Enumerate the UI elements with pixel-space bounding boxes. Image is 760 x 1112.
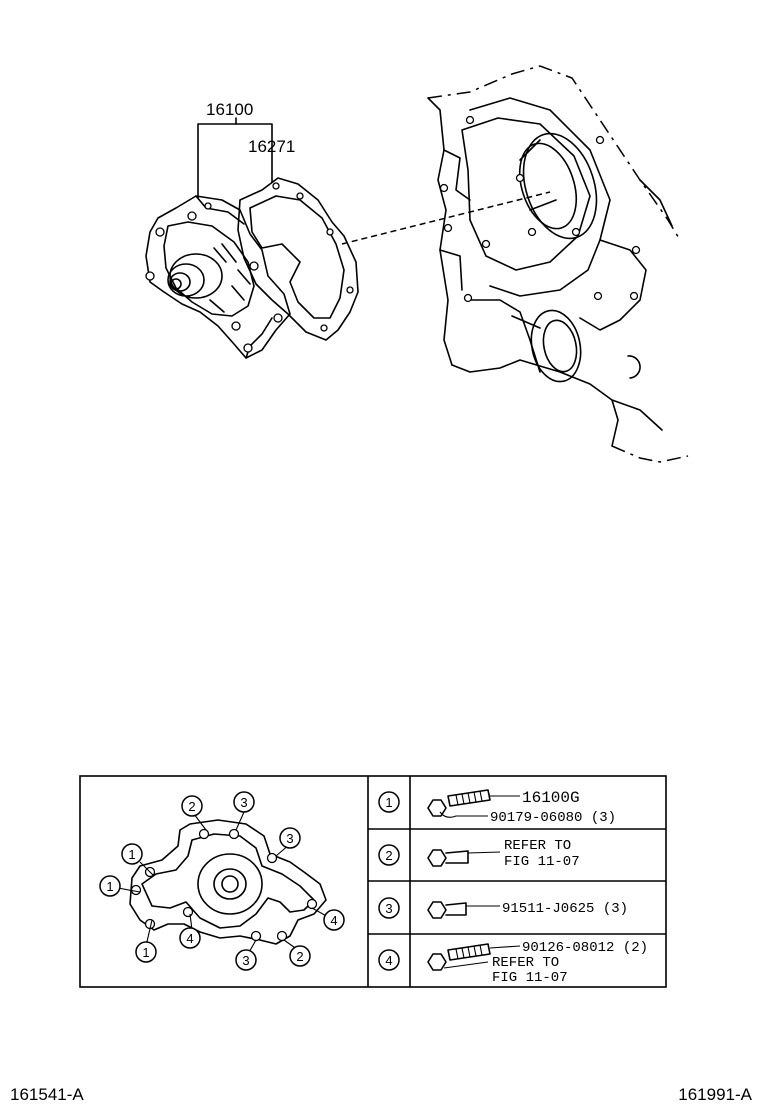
refer-note: REFER TO — [504, 838, 571, 854]
callout-label: 2 — [296, 949, 303, 964]
callout-circles: 2 3 3 1 1 1 4 3 2 4 — [99, 791, 345, 971]
part-number: 90126-08012 (2) — [522, 940, 648, 956]
part-leader-lines — [197, 117, 273, 199]
refer-note: FIG 11-07 — [504, 854, 580, 870]
callout-label: 3 — [240, 795, 247, 810]
callout-label: 4 — [330, 913, 337, 928]
row-index: 1 — [385, 795, 392, 810]
gasket-illustration — [237, 177, 359, 341]
part-number: 91511-J0625 (3) — [502, 901, 628, 917]
row-index: 3 — [385, 901, 392, 916]
table-row: 2 REFER TO FIG 11-07 — [378, 838, 580, 870]
hex-bolt-icon — [427, 849, 501, 867]
hex-bolt-icon — [427, 901, 500, 919]
alignment-line — [341, 191, 551, 245]
callout-label: 1 — [128, 847, 135, 862]
bolt-location-diagram — [117, 811, 331, 955]
table-row: 3 91511-J0625 (3) — [378, 897, 628, 919]
footer-right-code: 161991-A — [678, 1085, 752, 1104]
callout-label: 3 — [286, 831, 293, 846]
stud-bolt-icon — [427, 789, 520, 818]
callout-label: 2 — [188, 799, 195, 814]
table-row: 1 16100G 90179-06080 (3) — [378, 789, 616, 826]
callout-label: 3 — [242, 953, 249, 968]
gasket-part-number: 16271 — [248, 137, 295, 156]
footer-left-code: 161541-A — [10, 1085, 84, 1104]
row-index: 2 — [385, 848, 392, 863]
callout-label: 1 — [142, 945, 149, 960]
table-row: 4 90126-08012 (2) REFER TO FIG 11-07 — [378, 940, 648, 986]
engine-block-illustration — [427, 65, 689, 463]
stud-bolt-icon — [427, 943, 521, 971]
part-number: 90179-06080 (3) — [490, 810, 616, 826]
water-pump-part-number: 16100 — [206, 100, 253, 119]
part-number: 16100G — [522, 789, 580, 807]
callout-label: 4 — [186, 931, 193, 946]
callout-label: 1 — [106, 879, 113, 894]
water-pump-illustration — [145, 195, 291, 359]
fastener-table-frame — [79, 775, 667, 988]
refer-note: REFER TO — [492, 955, 559, 971]
row-index: 4 — [385, 953, 392, 968]
refer-note: FIG 11-07 — [492, 970, 568, 986]
